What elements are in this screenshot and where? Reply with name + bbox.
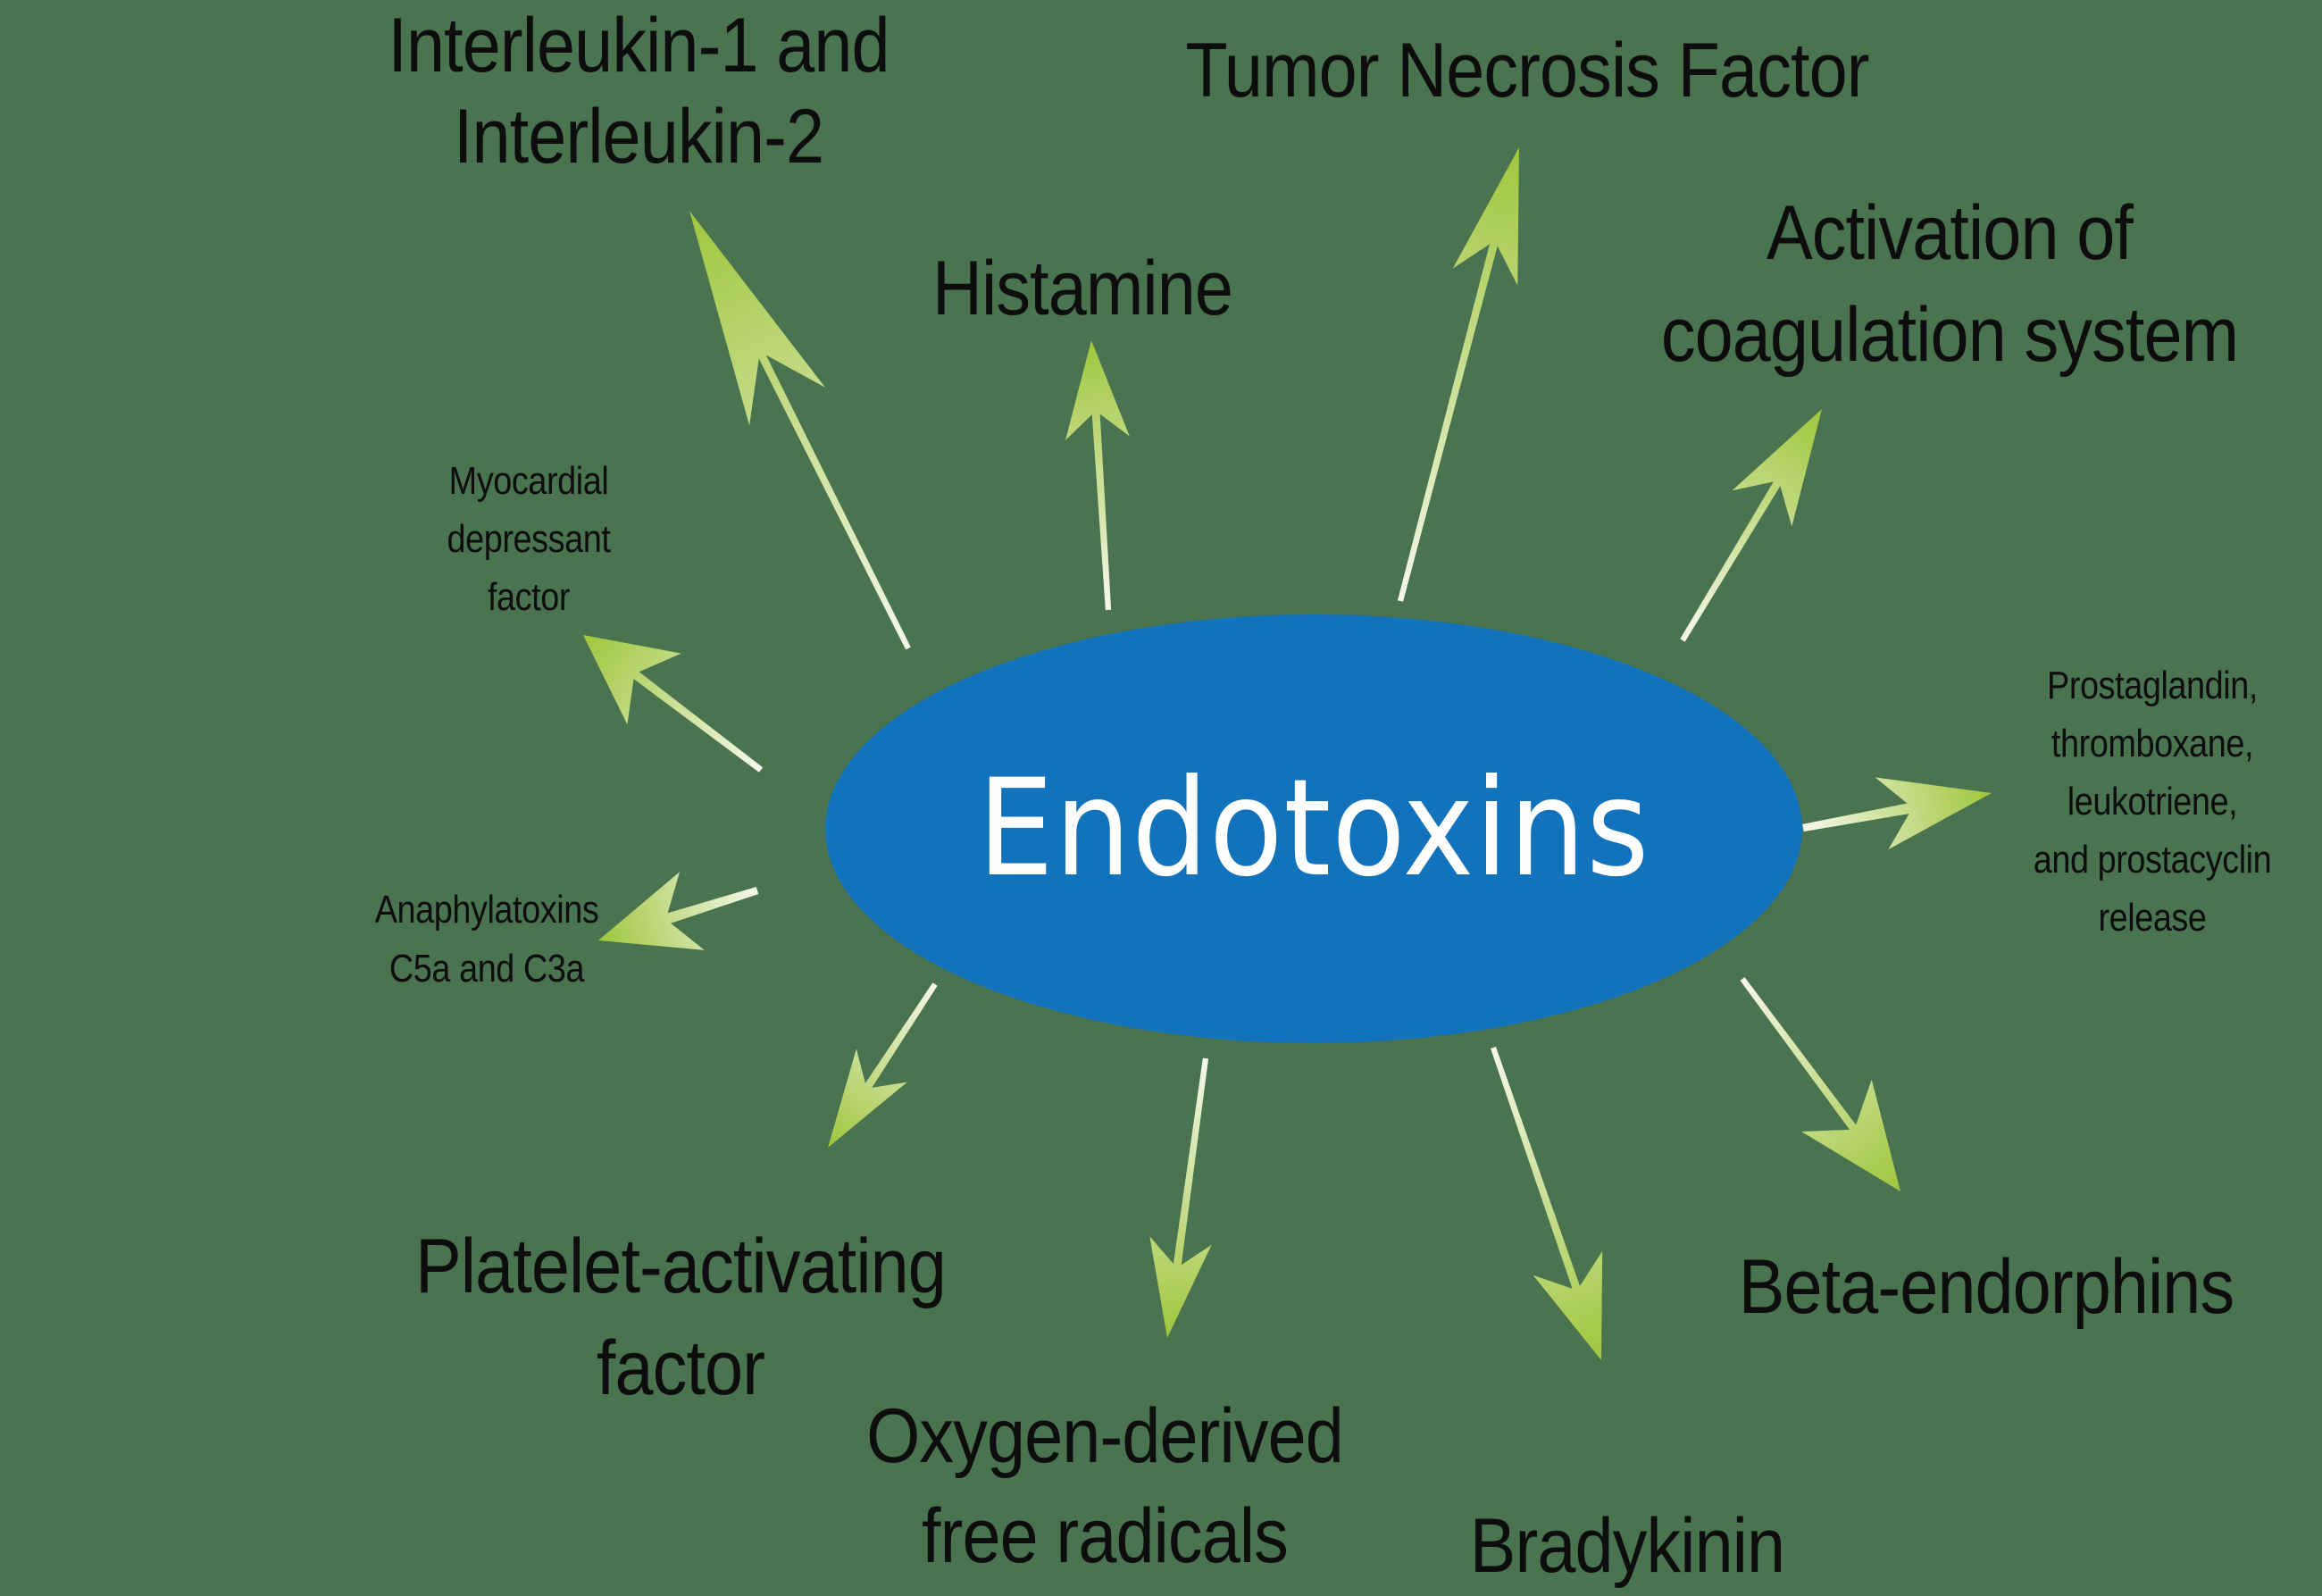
arrow-head-icon	[583, 635, 681, 725]
arrow-bradykinin	[1491, 1046, 1603, 1360]
arrow-anaphylatoxins	[598, 872, 759, 950]
label-line: Interleukin-2	[453, 94, 824, 180]
endotoxins-ellipse	[825, 614, 1802, 1043]
label-interleukins: Interleukin-1 and Interleukin-2	[360, 7, 917, 175]
label-line: factor	[487, 575, 571, 619]
arrows-group	[583, 147, 1992, 1360]
arrow-shaft	[863, 982, 938, 1091]
label-line: Platelet-activating	[415, 1224, 947, 1309]
arrow-head-icon	[1732, 409, 1822, 527]
label-line: Tumor Necrosis Factor	[1185, 28, 1869, 113]
arrow-tnf	[1397, 147, 1519, 602]
label-line: factor	[596, 1325, 765, 1411]
label-line: Interleukin-1 and	[388, 3, 890, 88]
label-myocardial-depressant-factor: Myocardial depressant factor	[434, 462, 624, 617]
arrow-platelet	[828, 982, 938, 1148]
label-line: and prostacyclin	[2033, 838, 2272, 882]
arrow-shaft	[1491, 1046, 1582, 1292]
arrow-shaft	[1397, 239, 1499, 602]
arrow-oxygen	[1149, 1057, 1212, 1338]
label-line: Beta-endorphins	[1738, 1244, 2234, 1330]
center-node-label: Endotoxins	[977, 751, 1650, 907]
label-line: Histamine	[931, 246, 1233, 331]
label-histamine: Histamine	[915, 250, 1249, 327]
label-line: release	[2098, 896, 2207, 940]
arrow-myocardial	[583, 635, 764, 773]
label-anaphylatoxins: Anaphylatoxins C5a and C3a	[356, 890, 616, 989]
label-line: C5a and C3a	[388, 947, 585, 990]
label-beta-endorphins: Beta-endorphins	[1711, 1249, 2261, 1325]
label-prostaglandin-release: Prostaglandin, thromboxane, leukotriene,…	[2014, 666, 2291, 938]
label-line: depressant	[447, 517, 611, 561]
label-bradykinin: Bradykinin	[1452, 1508, 1802, 1584]
label-line: Myocardial	[448, 459, 609, 503]
label-line: Oxygen-derived	[866, 1393, 1344, 1479]
label-line: coagulation system	[1660, 292, 2239, 378]
label-line: Anaphylatoxins	[374, 888, 599, 932]
label-oxygen-radicals: Oxygen-derived free radicals	[839, 1398, 1369, 1575]
arrow-shaft	[756, 349, 911, 650]
arrow-prostaglandin	[1802, 777, 1992, 850]
arrow-head-icon	[1149, 1236, 1212, 1338]
arrow-head-icon	[1065, 340, 1130, 441]
arrow-beta	[1740, 977, 1900, 1191]
label-coagulation: Activation of coagulation system	[1629, 195, 2270, 373]
label-line: Activation of	[1767, 190, 2134, 276]
label-line: Bradykinin	[1469, 1503, 1785, 1589]
arrow-shaft	[1802, 802, 1914, 832]
label-line: thromboxane,	[2051, 722, 2254, 765]
arrow-head-icon	[598, 872, 705, 950]
label-line: Prostaglandin,	[2047, 664, 2258, 707]
arrow-head-icon	[1452, 147, 1519, 286]
arrow-shaft	[1173, 1057, 1209, 1269]
label-tumor-necrosis-factor: Tumor Necrosis Factor	[1148, 32, 1907, 109]
label-platelet-activating-factor: Platelet-activating factor	[386, 1228, 975, 1407]
arrow-coagulation	[1680, 409, 1822, 642]
arrow-head-icon	[1801, 1079, 1900, 1191]
arrow-shaft	[1680, 478, 1783, 642]
label-line: leukotriene,	[2067, 780, 2238, 823]
arrow-histamine	[1065, 340, 1130, 611]
arrow-shaft	[1091, 410, 1112, 611]
arrow-head-icon	[828, 1049, 907, 1148]
arrow-head-icon	[689, 211, 826, 426]
arrow-head-icon	[1533, 1250, 1603, 1360]
arrow-shaft	[1740, 977, 1858, 1132]
arrow-head-icon	[1875, 777, 1992, 850]
arrow-shaft	[631, 670, 764, 773]
label-line: free radicals	[922, 1493, 1289, 1579]
arrow-interleukins	[689, 211, 911, 650]
arrow-shaft	[664, 886, 759, 924]
